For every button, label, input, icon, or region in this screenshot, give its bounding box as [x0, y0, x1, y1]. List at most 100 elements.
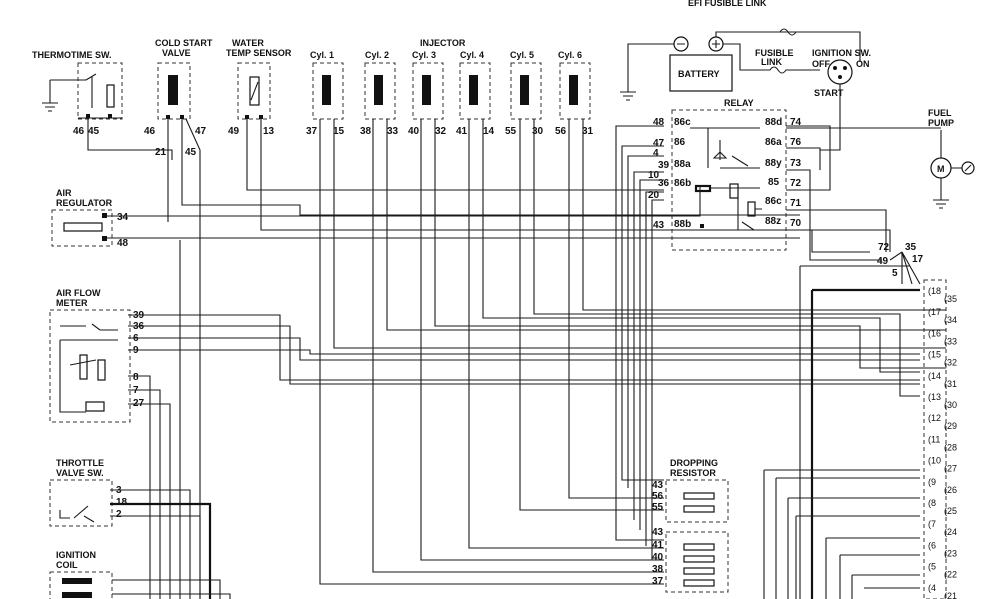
dropping-resistor: DROPPING RESISTOR 43 56 55 43 41 40 38 3… [652, 458, 729, 593]
fusible-link-label-1: FUSIBLE [755, 48, 794, 58]
injector-6-pin-a: 56 [555, 126, 567, 137]
relay-label: RELAY [724, 98, 754, 108]
thermotime-pin-46: 46 [73, 126, 85, 137]
ecu-pin-21: (21 [944, 591, 957, 599]
cold-start-pin-45: 45 [185, 147, 197, 158]
relay-pin-10: 10 [648, 170, 660, 181]
relay-term-88d: 88d [765, 117, 782, 128]
throttle-label-1: THROTTLE [56, 458, 104, 468]
relay-term-86a: 86a [765, 137, 782, 148]
junction-pin-35: 35 [905, 242, 917, 253]
air-regulator-label-1: AIR [56, 188, 72, 198]
injector-3-pin-b: 32 [435, 126, 447, 137]
thermotime-label: THERMOTIME SW. [32, 50, 112, 60]
relay-pin-36: 36 [658, 178, 670, 189]
relay-pin-4: 4 [653, 148, 659, 159]
relay-term-86: 86 [674, 137, 686, 148]
junction-pin-17: 17 [912, 254, 924, 265]
ecu-pin-11: (11 [928, 434, 940, 444]
dropping-pin-43: 43 [652, 480, 664, 491]
ignition-coil: IGNITION COIL [49, 550, 113, 599]
ignition-on-label: ON [856, 59, 870, 69]
ecu-connector [923, 279, 947, 599]
injector-cyl-1: Cyl. 1 37 15 [306, 50, 345, 137]
ecu-pin-26: (26 [944, 485, 957, 495]
fusible-link-label-2: LINK [761, 57, 782, 67]
injector-1-pin-a: 37 [306, 126, 318, 137]
ecu-pin-24: (24 [944, 527, 957, 537]
ecu-pin-16: (16 [928, 328, 941, 338]
dropping2-pin-40: 40 [652, 552, 664, 563]
battery-label: BATTERY [678, 69, 720, 79]
diagram-title: EFI FUSIBLE LINK [688, 0, 767, 8]
water-temp-pin-13: 13 [263, 126, 275, 137]
ecu-pin-34: (34 [944, 315, 957, 325]
ecu-pin-28: (28 [944, 442, 957, 452]
injector-5-pin-a: 55 [505, 126, 517, 137]
fuel-pump-motor-label: M [937, 164, 945, 174]
air-regulator-label-2: REGULATOR [56, 198, 113, 208]
injector-4-pin-a: 41 [456, 126, 468, 137]
cold-start-pin-46: 46 [144, 126, 156, 137]
ecu-pin-22: (22 [944, 570, 957, 580]
ecu-pin-35: (35 [944, 294, 957, 304]
injector-cyl-2: Cyl. 2 38 33 [360, 50, 399, 137]
dropping2-pin-37: 37 [652, 576, 664, 587]
ecu-pin-14: (14 [928, 371, 941, 381]
ecu-pin-31: (31 [944, 379, 957, 389]
relay-pin-72: 72 [790, 178, 802, 189]
cold-start-pin-47: 47 [195, 126, 207, 137]
relay-pin-73: 73 [790, 158, 802, 169]
throttle-label-2: VALVE SW. [56, 468, 104, 478]
relay-pin-39: 39 [658, 160, 670, 171]
ecu-pin-6: (6 [928, 540, 936, 550]
injector-1-label: Cyl. 1 [310, 50, 334, 60]
junction-pin-49: 49 [877, 256, 889, 267]
dropping-pin-55: 55 [652, 502, 664, 513]
injector-3-label: Cyl. 3 [412, 50, 436, 60]
air-flow-label-2: METER [56, 298, 88, 308]
injector-header: INJECTOR [420, 38, 466, 48]
battery: BATTERY [620, 28, 861, 101]
injector-4-label: Cyl. 4 [460, 50, 484, 60]
relay-term-88y: 88y [765, 158, 782, 169]
cold-start-label-1: COLD START [155, 38, 213, 48]
ecu-pin-17: (17 [928, 307, 941, 317]
relay-pin-48: 48 [653, 117, 665, 128]
ecu-pin-33: (33 [944, 336, 957, 346]
ecu-pin-13: (13 [928, 392, 941, 402]
ecu-pin-8: (8 [928, 498, 936, 508]
fuel-pump-label-1: FUEL [928, 108, 952, 118]
relay-term-88b: 88b [674, 219, 691, 230]
water-temp-pin-49: 49 [228, 126, 240, 137]
junction-pin-72: 72 [878, 242, 890, 253]
ecu-pin-25: (25 [944, 506, 957, 516]
ignition-off-label: OFF [812, 59, 830, 69]
ecu-pin-12: (12 [928, 413, 941, 423]
relay-term-85: 85 [768, 177, 780, 188]
ecu-pin-5: (5 [928, 562, 936, 572]
dropping2-pin-38: 38 [652, 564, 664, 575]
relay-pin-76: 76 [790, 137, 802, 148]
thermotime-switch: THERMOTIME SW. 46 45 [32, 50, 123, 137]
cold-start-valve: COLD START VALVE 46 47 21 45 [144, 38, 213, 158]
ecu-pin-9: (9 [928, 477, 936, 487]
relay-term-88z: 88z [765, 216, 781, 227]
relay-term-86c-b: 86c [765, 196, 782, 207]
ecu-pin-23: (23 [944, 548, 957, 558]
air-regulator-pin-48: 48 [117, 238, 129, 249]
dropping2-pin-41: 41 [652, 540, 664, 551]
dropping2-pin-43: 43 [652, 527, 664, 538]
ecu-connector-pins: (18(17(16(15(14(13(12(11(10(9(8(7(6(5(4(… [928, 286, 957, 599]
air-flow-pin-8: 8 [133, 372, 139, 383]
air-regulator-pin-34: 34 [117, 212, 129, 223]
air-flow-meter: AIR FLOW METER 39 36 6 9 8 7 27 [49, 288, 145, 423]
relay-pin-71: 71 [790, 198, 802, 209]
fuel-pump: FUEL PUMP M [786, 108, 975, 209]
relay: RELAY 48 47 4 39 10 36 20 43 86c 86 88a … [648, 98, 802, 251]
dropping-pin-56: 56 [652, 491, 664, 502]
water-temp-sensor: WATER TEMP SENSOR 49 13 [226, 38, 292, 137]
air-regulator: AIR REGULATOR 34 48 [51, 188, 129, 249]
fuel-pump-label-2: PUMP [928, 118, 954, 128]
